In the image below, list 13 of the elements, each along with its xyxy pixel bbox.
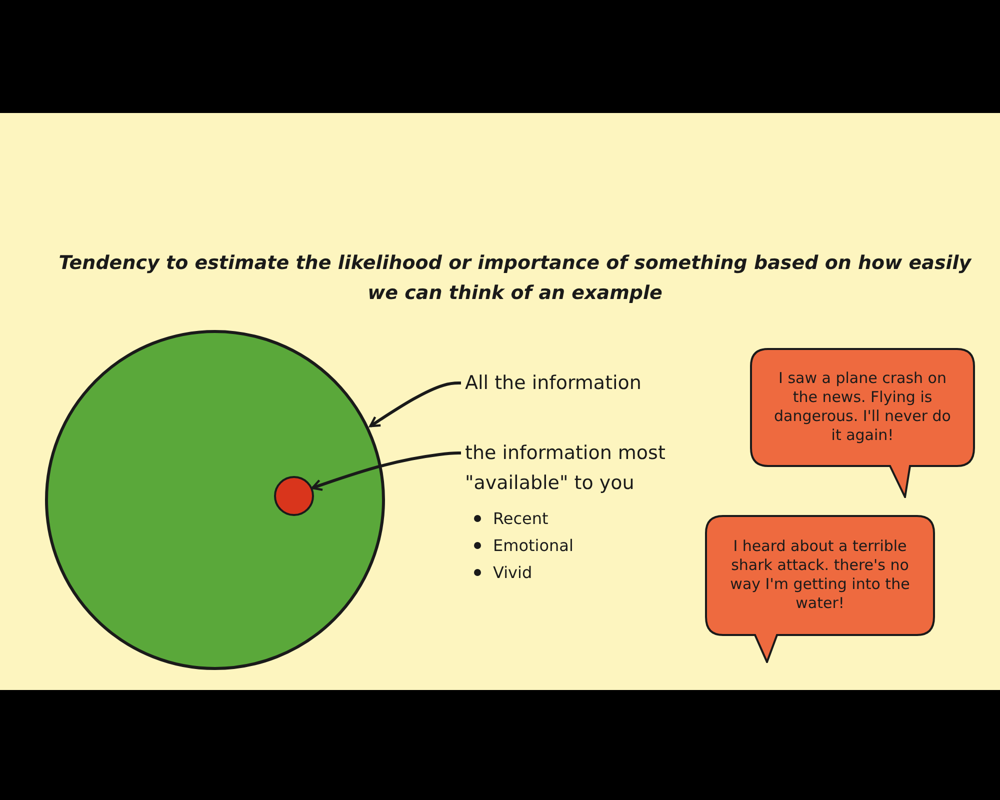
arrow xyxy=(369,382,461,428)
callout-text: the information most "available" to you xyxy=(465,441,666,496)
speech-bubble xyxy=(705,515,935,663)
bullet-text: Recent xyxy=(493,508,548,530)
bullet-text: Emotional xyxy=(493,535,574,557)
title: Tendency to estimate the likelihood or importance of something based on how easily we can think of an example xyxy=(58,251,973,306)
bullet-text: Vivid xyxy=(493,562,532,584)
callout-text: All the information xyxy=(465,371,642,396)
arrow xyxy=(311,452,461,491)
available-information-dot xyxy=(274,476,314,516)
speech-text: I saw a plane crash on the news. Flying is dangerous. I'll never do it again! xyxy=(773,369,952,445)
speech-text: I heard about a terrible shark attack. there's no way I'm getting into the water! xyxy=(729,537,911,613)
speech-bubble xyxy=(750,348,975,498)
